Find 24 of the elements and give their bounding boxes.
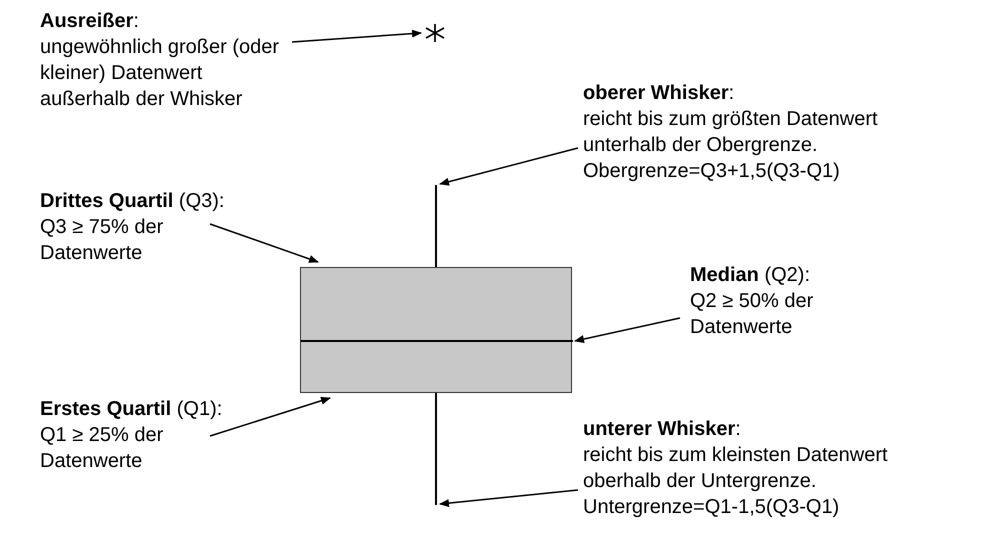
median-line [301, 340, 573, 342]
term-heading: Ausreißer: [40, 9, 139, 34]
description-text: reicht bis zum kleinsten Datenwert oberhalb der Untergrenze. [583, 443, 889, 494]
whisker-line [435, 393, 437, 505]
description-text: Obergrenze=Q3+1,5(Q3-Q1) [583, 159, 840, 184]
whisker-line [435, 185, 437, 267]
term-heading: Median (Q2): [690, 263, 810, 288]
leader-line [210, 396, 331, 437]
description-text: Untergrenze=Q1-1,5(Q3-Q1) [583, 495, 840, 520]
leader-line [439, 489, 578, 508]
leader-line [439, 147, 578, 186]
description-text: Q2 ≥ 50% der Datenwerte [690, 289, 814, 340]
term-heading: Erstes Quartil (Q1): [40, 397, 222, 422]
description-text: reicht bis zum größten Datenwert unterhalb der Obergrenze. [583, 107, 879, 158]
term-heading: unterer Whisker: [583, 417, 741, 442]
leader-line [292, 30, 422, 43]
leader-line [574, 317, 680, 343]
leader-line [210, 223, 319, 263]
description-text: ungewöhnlich großer (oder kleiner) Datenwert außerhalb der Whisker [40, 35, 280, 112]
term-heading: oberer Whisker: [583, 81, 734, 106]
quartile-box [300, 267, 572, 393]
description-text: Q1 ≥ 25% der Datenwerte [40, 423, 164, 474]
description-text: Q3 ≥ 75% der Datenwerte [40, 215, 164, 266]
term-heading: Drittes Quartil (Q3): [40, 189, 224, 214]
